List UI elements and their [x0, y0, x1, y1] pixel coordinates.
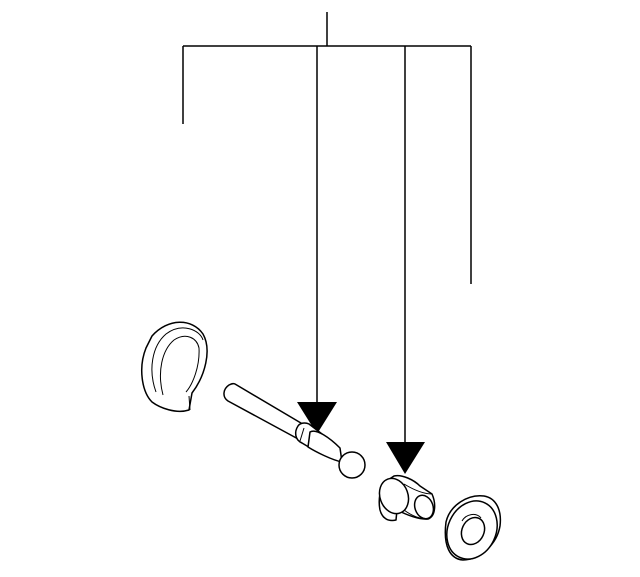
pivot-bushing [378, 474, 436, 522]
arrow-bushing [386, 442, 425, 474]
arrow-rod [297, 402, 337, 434]
retaining-ring [140, 321, 208, 413]
ball-stud-rod [223, 382, 366, 479]
callout-tree [182, 12, 472, 474]
grommet [444, 495, 502, 561]
ball-stud-ball [338, 451, 366, 479]
